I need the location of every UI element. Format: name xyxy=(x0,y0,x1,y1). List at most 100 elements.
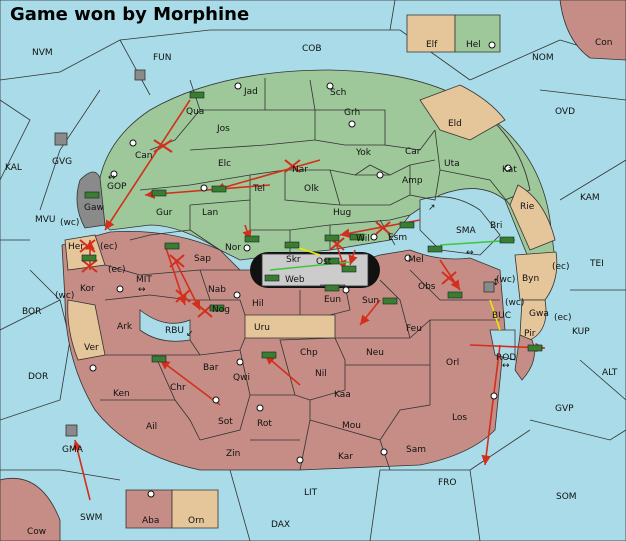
label-gaw: Gaw xyxy=(84,203,104,213)
label-rot: Rot xyxy=(257,419,272,429)
province-buc-unit[interactable] xyxy=(483,281,495,293)
label-skr: Skr xyxy=(286,255,301,265)
label-bri: Bri xyxy=(490,221,502,231)
label-bar: Bar xyxy=(203,363,219,373)
label-wc-2: (wc) xyxy=(496,275,515,285)
label-ail: Ail xyxy=(146,422,157,432)
sea-sma[interactable] xyxy=(419,196,501,256)
label-can: Can xyxy=(135,151,153,161)
label-sma: SMA xyxy=(456,226,476,236)
label-ec-1: (ec) xyxy=(100,242,118,252)
province-orn[interactable] xyxy=(171,489,219,529)
label-buc: BUC xyxy=(492,311,511,321)
label-elf: Elf xyxy=(426,40,438,50)
label-ver: Ver xyxy=(84,343,99,353)
label-nom: NOM xyxy=(532,53,554,63)
label-rbu: RBU xyxy=(165,326,184,336)
coast-connectors: ↔ ↔ ↙ ↗ ↔ ↕ ↔ xyxy=(108,173,510,371)
label-gwa: Gwa xyxy=(529,309,549,319)
label-rie: Rie xyxy=(520,202,535,212)
label-chp: Chp xyxy=(300,348,318,358)
label-ken: Ken xyxy=(113,389,130,399)
label-ost: Ost xyxy=(316,257,332,267)
label-los: Los xyxy=(452,413,467,423)
label-sch: Sch xyxy=(330,88,346,98)
label-fro: FRO xyxy=(438,478,457,488)
label-rod: ROD xyxy=(496,353,516,363)
label-sap: Sap xyxy=(194,254,211,264)
svg-text:↔: ↔ xyxy=(138,285,146,295)
label-amp: Amp xyxy=(402,176,423,186)
label-mvu: MVU xyxy=(35,215,56,225)
province-gma-unit[interactable] xyxy=(65,424,78,437)
label-nab: Nab xyxy=(208,285,226,295)
svg-text:↕: ↕ xyxy=(492,278,500,288)
label-wil: Wil xyxy=(356,234,370,244)
label-elc: Elc xyxy=(218,159,231,169)
label-pir: Pir xyxy=(524,329,536,339)
province-fun-unit[interactable] xyxy=(134,69,146,81)
label-grh: Grh xyxy=(344,108,360,118)
label-tel: Tel xyxy=(252,184,265,194)
svg-text:↔: ↔ xyxy=(108,173,116,183)
label-lan: Lan xyxy=(202,208,218,218)
label-mou: Mou xyxy=(342,421,361,431)
label-feu: Feu xyxy=(406,324,422,334)
label-kam: KAM xyxy=(580,193,600,203)
label-mit: MIT xyxy=(136,275,152,285)
svg-text:↔: ↔ xyxy=(502,361,510,371)
label-con: Con xyxy=(595,38,613,48)
label-tei: TEI xyxy=(589,259,604,269)
label-kup: KUP xyxy=(572,327,590,337)
province-ver[interactable] xyxy=(67,299,106,361)
game-title: Game won by Morphine xyxy=(10,4,249,25)
label-nil: Nil xyxy=(315,369,327,379)
province-eld[interactable] xyxy=(419,84,506,141)
svg-text:↗: ↗ xyxy=(428,203,436,213)
label-kar: Kar xyxy=(338,452,353,462)
province-con[interactable] xyxy=(559,0,626,61)
label-aba: Aba xyxy=(142,516,159,526)
label-mel: Mel xyxy=(408,255,424,265)
label-car: Car xyxy=(405,147,421,157)
label-olk: Olk xyxy=(304,184,320,194)
label-orn: Orn xyxy=(188,516,204,526)
label-gvg: GVG xyxy=(52,157,72,167)
label-nor: Nor xyxy=(225,243,241,253)
label-gvp: GVP xyxy=(555,404,574,414)
label-sam: Sam xyxy=(406,445,426,455)
label-wc-1: (wc) xyxy=(60,218,79,228)
label-cow: Cow xyxy=(27,527,46,537)
label-wc-3: (wc) xyxy=(55,291,74,301)
label-bor: BOR xyxy=(22,307,41,317)
label-wc-4: (wc) xyxy=(505,298,524,308)
label-esm: Esm xyxy=(388,233,407,243)
label-nar: Nar xyxy=(292,165,308,175)
label-ec-2: (ec) xyxy=(552,262,570,272)
label-zin: Zin xyxy=(226,449,240,459)
province-rie[interactable] xyxy=(509,184,556,251)
failed-orders xyxy=(79,139,457,318)
province-gvg[interactable] xyxy=(54,132,68,146)
label-uta: Uta xyxy=(444,159,460,169)
label-dor: DOR xyxy=(28,372,48,382)
label-nvm: NVM xyxy=(32,48,53,58)
label-her: Her xyxy=(68,242,84,252)
province-cow[interactable] xyxy=(0,478,61,541)
province-south-red[interactable] xyxy=(61,231,506,471)
label-neu: Neu xyxy=(366,348,384,358)
label-cob: COB xyxy=(302,44,322,54)
label-jad: Jad xyxy=(243,87,258,97)
label-kor: Kor xyxy=(80,284,95,294)
label-dax: DAX xyxy=(271,520,290,530)
label-sot: Sot xyxy=(218,417,233,427)
label-web: Web xyxy=(285,275,305,285)
label-uru: Uru xyxy=(254,323,270,333)
label-nog: Nog xyxy=(212,305,230,315)
label-qua: Qua xyxy=(186,107,204,117)
svg-text:↔: ↔ xyxy=(466,248,474,258)
province-hel[interactable] xyxy=(454,14,501,53)
label-byn: Byn xyxy=(522,274,539,284)
label-alt: ALT xyxy=(602,368,618,378)
